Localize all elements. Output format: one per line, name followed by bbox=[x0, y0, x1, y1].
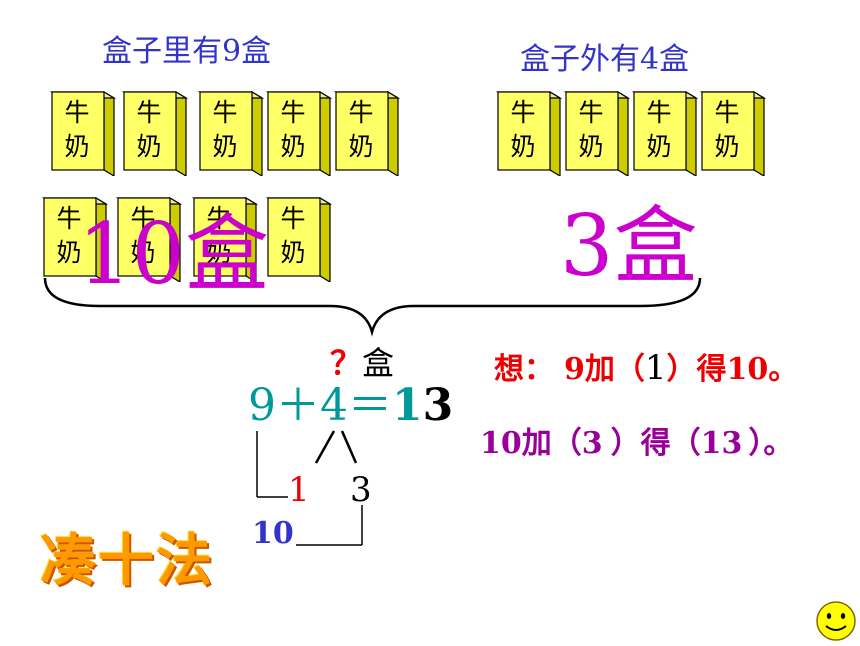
milk-box-label-line2: 奶 bbox=[64, 132, 90, 161]
equation: 9＋4＝13 bbox=[248, 384, 453, 428]
milk-box: 牛奶 bbox=[700, 90, 768, 176]
hint-line-2: 10加（3）得（13）。 bbox=[480, 418, 793, 462]
milk-box-label: 牛奶 bbox=[338, 96, 384, 164]
milk-box-label-line2: 奶 bbox=[212, 132, 238, 161]
right-group-label: 3盒 bbox=[560, 197, 698, 295]
milk-box-shape bbox=[334, 90, 401, 176]
milk-box-shape bbox=[266, 196, 333, 282]
milk-box-label-line1: 牛 bbox=[130, 204, 156, 233]
milk-box: 牛奶 bbox=[192, 196, 260, 282]
milk-box-shape bbox=[116, 196, 183, 282]
hint2-text-c: ）。 bbox=[748, 426, 794, 461]
smiley-icon[interactable] bbox=[815, 600, 857, 646]
milk-box-label-line2: 奶 bbox=[130, 238, 156, 267]
milk-box-label: 牛奶 bbox=[500, 96, 546, 164]
milk-box: 牛奶 bbox=[116, 196, 184, 282]
answer-tens: 1 bbox=[392, 380, 423, 431]
milk-box-label-line1: 牛 bbox=[56, 204, 82, 233]
milk-box: 牛奶 bbox=[50, 90, 118, 176]
hint-line-1: 想： 9加（1）得10。 bbox=[494, 344, 798, 388]
milk-box: 牛奶 bbox=[122, 90, 190, 176]
milk-box-label-line2: 奶 bbox=[510, 132, 536, 161]
milk-box-label: 牛奶 bbox=[202, 96, 248, 164]
milk-box: 牛奶 bbox=[198, 90, 266, 176]
milk-box: 牛奶 bbox=[564, 90, 632, 176]
milk-box: 牛奶 bbox=[266, 90, 334, 176]
milk-box-label-line2: 奶 bbox=[578, 132, 604, 161]
hint2-blank-b: 13 bbox=[700, 426, 743, 461]
milk-box-shape bbox=[496, 90, 563, 176]
split-ten: 10 bbox=[252, 516, 294, 551]
answer-ones: 3 bbox=[422, 380, 454, 431]
milk-box-label-line1: 牛 bbox=[136, 98, 162, 127]
milk-box-label: 牛奶 bbox=[636, 96, 682, 164]
hint1-text-a: 9加（ bbox=[564, 352, 645, 387]
milk-box-label-line1: 牛 bbox=[348, 98, 374, 127]
milk-box-label: 牛奶 bbox=[270, 96, 316, 164]
milk-box-label-line1: 牛 bbox=[206, 204, 232, 233]
milk-box-label-line2: 奶 bbox=[136, 132, 162, 161]
milk-box-shape bbox=[192, 196, 259, 282]
milk-box-label-line1: 牛 bbox=[280, 204, 306, 233]
milk-box-label-line2: 奶 bbox=[280, 238, 306, 267]
milk-box-label-line1: 牛 bbox=[510, 98, 536, 127]
milk-box-label-line1: 牛 bbox=[212, 98, 238, 127]
hint1-text-b: ）得10。 bbox=[666, 352, 799, 387]
milk-box-shape bbox=[632, 90, 699, 176]
milk-box-label: 牛奶 bbox=[270, 202, 316, 270]
left-group-label: 10盒 bbox=[78, 205, 269, 303]
question: ？盒 bbox=[330, 338, 394, 384]
split-part-b: 3 bbox=[350, 470, 372, 510]
milk-box-shape bbox=[198, 90, 265, 176]
milk-box-label: 牛奶 bbox=[126, 96, 172, 164]
question-unit: 盒 bbox=[362, 344, 395, 382]
equation-lhs: 9＋4＝ bbox=[248, 380, 392, 431]
title-inside: 盒子里有9盒 bbox=[102, 34, 272, 69]
milk-box-label: 牛奶 bbox=[196, 202, 242, 270]
milk-box-label-line1: 牛 bbox=[280, 98, 306, 127]
milk-box-label-line2: 奶 bbox=[206, 238, 232, 267]
milk-box-label: 牛奶 bbox=[568, 96, 614, 164]
milk-box-shape bbox=[564, 90, 631, 176]
milk-box-label: 牛奶 bbox=[704, 96, 750, 164]
milk-box-label-line2: 奶 bbox=[348, 132, 374, 161]
hint1-blank: 1 bbox=[644, 348, 667, 388]
milk-box: 牛奶 bbox=[42, 196, 110, 282]
milk-box-label-line2: 奶 bbox=[714, 132, 740, 161]
milk-box-label: 牛奶 bbox=[46, 202, 92, 270]
milk-box-shape bbox=[42, 196, 109, 282]
milk-box-shape bbox=[700, 90, 767, 176]
split-lines bbox=[256, 430, 363, 546]
hint2-text-b: ）得（ bbox=[610, 426, 701, 461]
milk-box-label-line1: 牛 bbox=[714, 98, 740, 127]
milk-box-shape bbox=[122, 90, 189, 176]
hint2-text-a: 10加（ bbox=[480, 426, 582, 461]
milk-box: 牛奶 bbox=[266, 196, 334, 282]
hint1-prefix: 想： bbox=[494, 352, 554, 387]
milk-box-label-line1: 牛 bbox=[64, 98, 90, 127]
milk-box-shape bbox=[266, 90, 333, 176]
milk-box-label: 牛奶 bbox=[54, 96, 100, 164]
hint2-blank-a: 3 bbox=[581, 426, 603, 461]
milk-box-label-line2: 奶 bbox=[56, 238, 82, 267]
question-mark: ？ bbox=[330, 344, 363, 382]
milk-box-label-line2: 奶 bbox=[280, 132, 306, 161]
milk-box-label-line1: 牛 bbox=[578, 98, 604, 127]
milk-box: 牛奶 bbox=[496, 90, 564, 176]
milk-box: 牛奶 bbox=[632, 90, 700, 176]
milk-box-label-line1: 牛 bbox=[646, 98, 672, 127]
milk-box-label-line2: 奶 bbox=[646, 132, 672, 161]
milk-box-shape bbox=[50, 90, 117, 176]
method-label: 凑十法 bbox=[40, 529, 214, 594]
milk-box-label: 牛奶 bbox=[120, 202, 166, 270]
milk-box: 牛奶 bbox=[334, 90, 402, 176]
split-part-a: 1 bbox=[288, 470, 310, 510]
curly-brace bbox=[43, 277, 702, 337]
title-outside: 盒子外有4盒 bbox=[520, 42, 690, 77]
